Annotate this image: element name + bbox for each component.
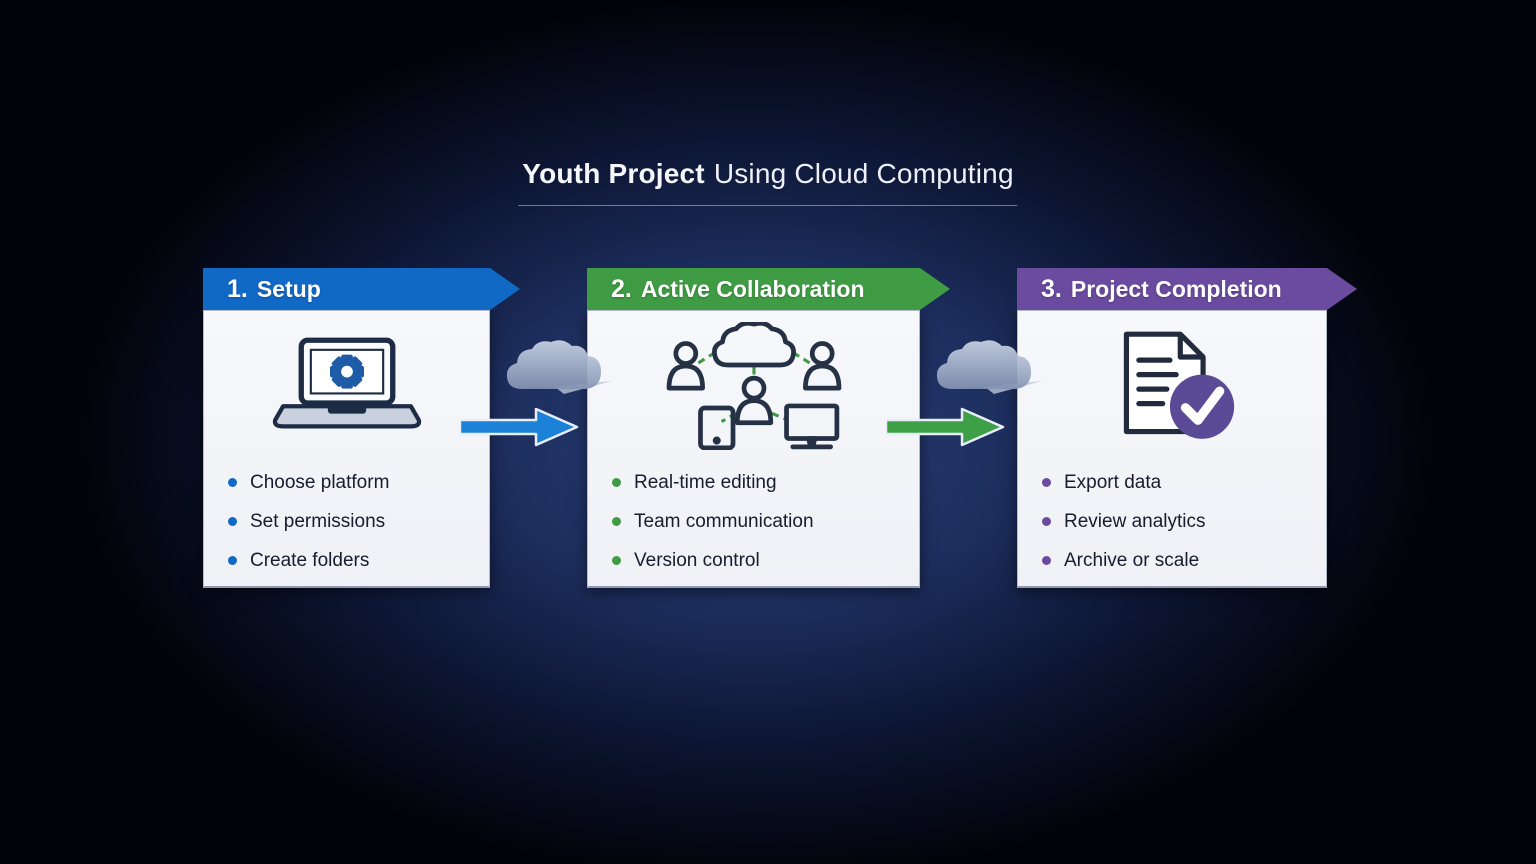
- bullet-dot: [1042, 556, 1051, 565]
- gear-icon: [329, 354, 364, 389]
- cloud-icon: [506, 340, 612, 394]
- stage-title: Setup: [256, 275, 321, 302]
- bullet-dot: [1042, 478, 1051, 487]
- stage-project-completion: 3. Project Completion: [1017, 268, 1327, 588]
- stage-title: Active Collaboration: [640, 275, 865, 302]
- stage-setup: 1. Setup: [203, 268, 490, 588]
- list-item: Review analytics: [1042, 502, 1326, 541]
- list-item: Team communication: [612, 502, 919, 541]
- list-item: Set permissions: [228, 502, 489, 541]
- stage-completion-banner: 3. Project Completion: [1017, 268, 1357, 310]
- title-rest: Using Cloud Computing: [713, 158, 1014, 189]
- laptop-gear-icon-svg: [272, 337, 421, 429]
- bullet-dot: [1042, 517, 1051, 526]
- bullet-text: Choose platform: [250, 471, 390, 493]
- stage-title: Project Completion: [1070, 275, 1282, 302]
- bullet-text: Review analytics: [1064, 510, 1206, 532]
- right-arrow-icon: [460, 407, 579, 447]
- tablet-icon: [697, 405, 735, 450]
- bullet-dot: [612, 556, 621, 565]
- check-circle-icon: [1169, 374, 1235, 439]
- document-check-icon-svg: [1123, 331, 1235, 439]
- list-item: Choose platform: [228, 463, 489, 502]
- list-item: Version control: [612, 541, 919, 580]
- monitor-icon: [783, 403, 839, 450]
- document-lines: [1136, 357, 1179, 407]
- stage-collaboration-banner: 2. Active Collaboration: [587, 268, 950, 310]
- page-title: Youth Project Using Cloud Computing: [518, 158, 1018, 206]
- bullet-text: Set permissions: [250, 510, 386, 532]
- bullet-text: Team communication: [634, 510, 814, 532]
- bullet-list: Real-time editing Team communication Ver…: [588, 463, 919, 580]
- stage-setup-card: Choose platform Set permissions Create f…: [203, 310, 490, 588]
- bullet-dot: [228, 478, 237, 487]
- bullet-dot: [228, 517, 237, 526]
- laptop-gear-icon: [204, 311, 489, 461]
- bullet-text: Export data: [1064, 471, 1162, 493]
- bullet-list: Choose platform Set permissions Create f…: [204, 463, 489, 580]
- person-right-icon: [802, 341, 841, 391]
- list-item: Archive or scale: [1042, 541, 1326, 580]
- bullet-dot: [612, 478, 621, 487]
- stage-active-collaboration: 2. Active Collaboration: [587, 268, 920, 588]
- cloud-team-icon-svg: [666, 322, 841, 450]
- list-item: Create folders: [228, 541, 489, 580]
- bullet-text: Version control: [634, 549, 760, 571]
- bullet-dot: [612, 517, 621, 526]
- stage-number: 2.: [611, 274, 632, 303]
- title-lead: Youth Project: [522, 158, 705, 189]
- cloud-team-icon: [588, 311, 919, 461]
- stage-number: 3.: [1041, 274, 1062, 303]
- bullet-text: Real-time editing: [634, 471, 777, 493]
- document-check-icon: [1018, 311, 1326, 461]
- stage-collaboration-card: Real-time editing Team communication Ver…: [587, 310, 920, 588]
- person-center-icon: [734, 375, 773, 426]
- bullet-dot: [228, 556, 237, 565]
- cloud-icon: [936, 340, 1042, 394]
- stage-number: 1.: [227, 274, 248, 303]
- cloud-outline: [711, 322, 796, 368]
- bullet-list: Export data Review analytics Archive or …: [1018, 463, 1326, 580]
- list-item: Real-time editing: [612, 463, 919, 502]
- stage-setup-banner: 1. Setup: [203, 268, 520, 310]
- bullet-text: Create folders: [250, 549, 370, 571]
- list-item: Export data: [1042, 463, 1326, 502]
- person-left-icon: [666, 341, 705, 391]
- stage-completion-card: Export data Review analytics Archive or …: [1017, 310, 1327, 588]
- bullet-text: Archive or scale: [1064, 549, 1200, 571]
- right-arrow-icon: [886, 407, 1005, 447]
